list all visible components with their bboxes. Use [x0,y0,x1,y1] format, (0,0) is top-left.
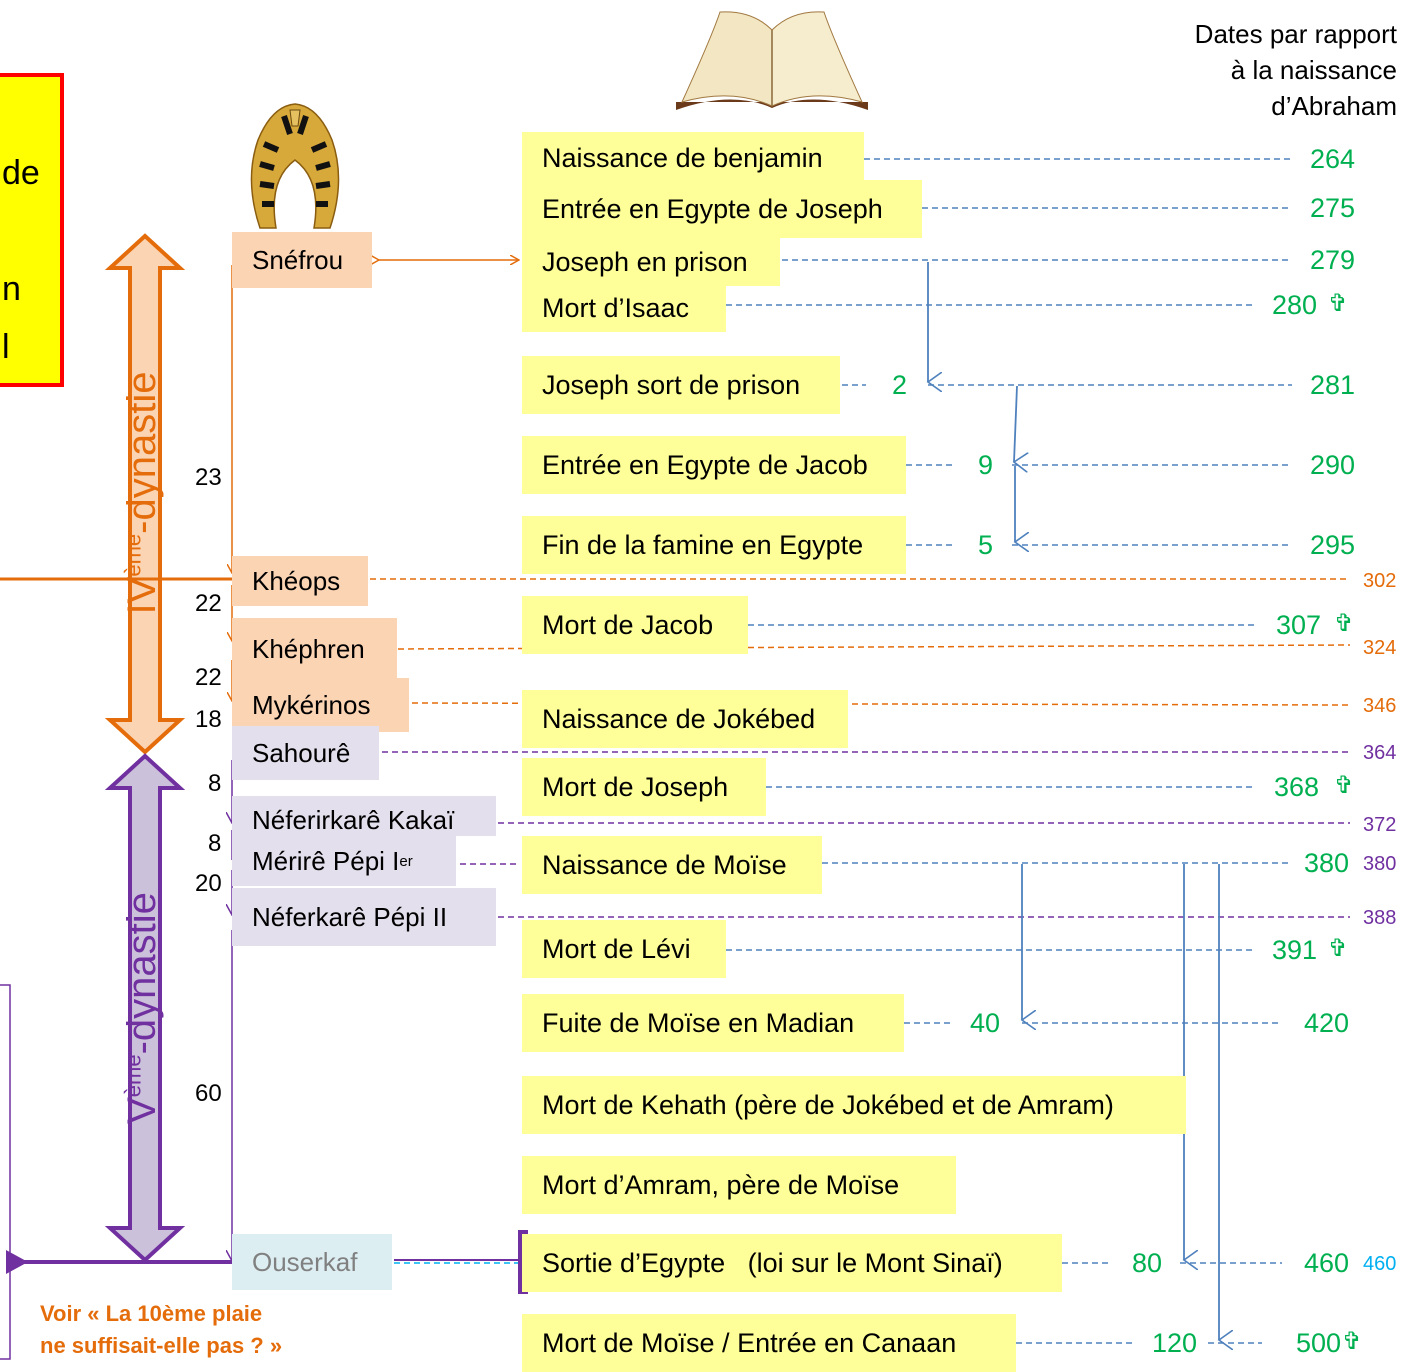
reign-duration: 60 [195,1080,222,1107]
left-box-fragment-3: l [2,328,10,366]
event-date: 290 [1310,450,1356,480]
event-naissance-benjamin: Naissance de benjamin [522,132,864,185]
interval-value: 40 [970,1008,1001,1038]
left-box-fragment-2: n [2,270,21,308]
pharaoh-khephren: Khéphren [232,618,397,680]
event-date: 279 [1310,245,1356,275]
interval-value: 80 [1132,1248,1163,1278]
event-date: 295 [1310,530,1356,560]
pharaoh-kheops: Khéops [232,556,368,606]
pharaoh-sahoure: Sahourê [232,726,379,780]
reign-date: 460 [1363,1253,1397,1275]
event-date: 264 [1310,144,1356,174]
pharaoh-mykerinos: Mykérinos [232,678,409,732]
reign-duration: 22 [195,590,222,617]
event-date: 500 [1296,1328,1342,1358]
dynasty-v-numeral: V [120,1097,164,1124]
reign-date: 364 [1363,742,1397,764]
event-mort-amram: Mort d’Amram, père de Moïse [522,1156,956,1214]
dynasty-v-suffix: ème [120,1054,146,1098]
event-entree-egypte-jacob: Entrée en Egypte de Jacob [522,436,906,494]
event-joseph-en-prison: Joseph en prison [522,238,780,286]
event-fuite-madian: Fuite de Moïse en Madian [522,994,904,1052]
interval-value: 9 [978,450,994,480]
reign-date: 388 [1363,907,1397,929]
event-mort-joseph: Mort de Joseph [522,758,766,816]
dynasty-iv-label: IVème-dynastie [120,371,164,615]
reign-duration: 23 [195,464,222,491]
footer-link-line-2: ne suffisait-elle pas ? » [40,1333,283,1358]
event-date: 460 [1304,1248,1350,1278]
date-reference-line-1: Dates par rapport [1194,19,1397,49]
dynasty-v-label: Vème-dynastie [120,892,164,1124]
dynasty-iv-word: dynastie [120,371,164,521]
reign-date: 372 [1363,814,1397,836]
reign-date: 324 [1363,637,1397,659]
pharaoh-merire-pepi-i-name: Mérirê Pépi I [252,845,400,876]
date-reference-line-2: à la naissance [1230,55,1397,85]
event-mort-kehath: Mort de Kehath (père de Jokébed et de Am… [522,1076,1186,1134]
pharaoh-snefrou: Snéfrou [232,232,372,288]
event-date: 307 [1276,610,1322,640]
event-mort-moise: Mort de Moïse / Entrée en Canaan [522,1314,1016,1372]
event-date: 368 [1274,772,1320,802]
event-date: 420 [1304,1008,1350,1038]
interval-value: 5 [978,530,994,560]
event-mort-levi: Mort de Lévi [522,920,726,978]
event-mort-isaac: Mort d’Isaac [522,284,726,332]
event-date: 380 [1304,848,1350,878]
event-date: 280 [1272,290,1318,320]
date-reference-note: Dates par rapport à la naissance d’Abrah… [1195,16,1397,124]
footer-link-line-1: Voir « La 10ème plaie [40,1301,263,1326]
cross-icon: ✞ [1328,290,1349,317]
pharaoh-ouserkaf: Ouserkaf [232,1234,392,1290]
event-naissance-moise: Naissance de Moïse [522,836,822,894]
event-naissance-jokebed: Naissance de Jokébed [522,690,848,748]
event-joseph-sort-prison: Joseph sort de prison [522,356,840,414]
reign-duration: 8 [208,830,222,857]
reign-duration: 22 [195,664,222,691]
cross-icon: ✞ [1342,1328,1363,1355]
dynasty-v-word: dynastie [120,892,164,1042]
left-box-fragment-1: de [2,154,40,192]
event-date: 391 [1272,935,1318,965]
dynasty-iv-numeral: IV [120,576,164,615]
reign-duration: 20 [195,870,222,897]
footer-link-10eme-plaie[interactable]: Voir « La 10ème plaie ne suffisait-elle … [40,1298,282,1362]
pharaoh-neferirkare-kakai: Néferirkarê Kakaï [232,796,496,836]
cross-icon: ✞ [1334,610,1355,637]
event-date: 281 [1310,370,1356,400]
reign-date: 302 [1363,570,1397,592]
pharaoh-merire-pepi-i-ordinal: er [399,852,413,870]
event-sortie-egypte: Sortie d’Egypte (loi sur le Mont Sinaï) [522,1234,1062,1292]
pharaoh-headdress-icon [250,103,340,229]
pharaoh-neferkare-pepi-ii: Néferkarê Pépi II [232,888,496,946]
reign-date: 346 [1363,695,1397,717]
cross-icon: ✞ [1334,772,1355,799]
reign-duration: 8 [208,770,222,797]
cross-icon: ✞ [1328,935,1349,962]
dynasty-iv-suffix: ème [120,533,146,577]
open-book-icon [676,11,868,110]
interval-value: 2 [892,370,908,400]
reign-date: 380 [1363,853,1397,875]
reign-duration: 18 [195,706,222,733]
interval-value: 120 [1152,1328,1198,1358]
event-mort-jacob: Mort de Jacob [522,596,748,654]
event-fin-famine: Fin de la famine en Egypte [522,516,906,574]
event-entree-egypte-joseph: Entrée en Egypte de Joseph [522,180,922,238]
date-reference-line-3: d’Abraham [1271,91,1397,121]
event-date: 275 [1310,193,1356,223]
